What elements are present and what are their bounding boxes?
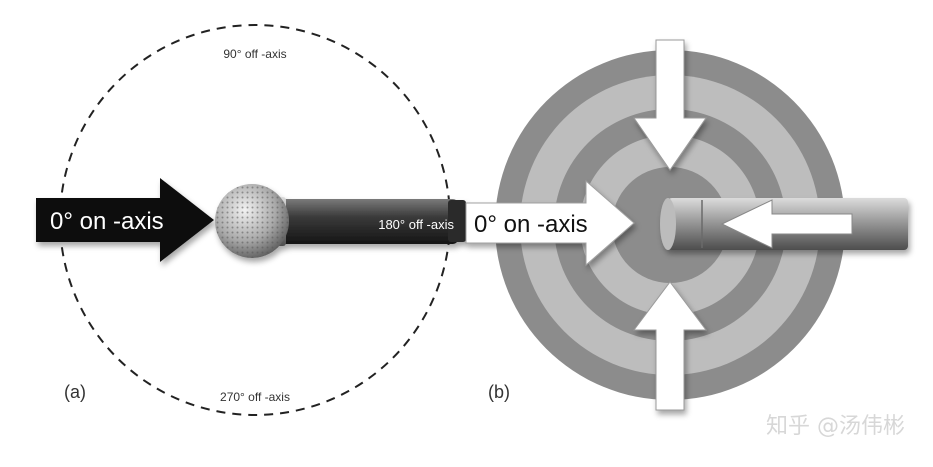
watermark: 知乎 @汤伟彬 bbox=[766, 414, 905, 439]
left-arrow bbox=[720, 199, 853, 249]
on-axis-label-a: 0° on -axis bbox=[50, 208, 164, 235]
down-arrow bbox=[633, 39, 707, 171]
on-axis-arrow-light bbox=[465, 179, 635, 267]
label-180-off-axis: 180° off -axis bbox=[378, 217, 454, 232]
panel-label-b: (b) bbox=[488, 382, 510, 402]
label-270-off-axis: 270° off -axis bbox=[220, 390, 290, 404]
on-axis-arrow-dark bbox=[36, 178, 214, 262]
on-axis-label-b: 0° on -axis bbox=[474, 211, 588, 238]
panel-label-a: (a) bbox=[64, 382, 86, 402]
label-90-off-axis: 90° off -axis bbox=[223, 47, 286, 61]
up-arrow bbox=[633, 281, 707, 411]
microphone-icon bbox=[215, 184, 466, 258]
